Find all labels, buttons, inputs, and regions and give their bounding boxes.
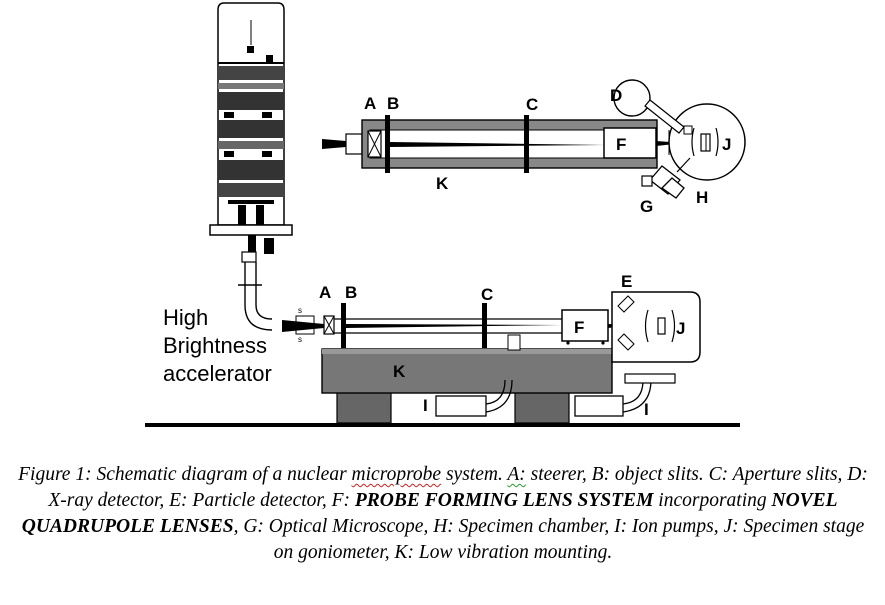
side-label-b: B (345, 283, 357, 302)
side-label-c: C (481, 285, 493, 304)
accelerator-column (209, 2, 293, 331)
caption-text-3: steerer, B: object slits. C: Aperture sl… (48, 464, 868, 511)
side-label-i-right: I (644, 400, 649, 419)
top-label-j: J (722, 135, 731, 154)
caption-a-label: A: (507, 464, 526, 485)
accelerator-label-line1: High (163, 305, 208, 330)
side-label-e: E (621, 272, 632, 291)
microprobe-schematic: s s A B C D F J K G H A B C E F J K I I … (145, 2, 746, 427)
side-label-a: A (319, 283, 331, 302)
caption-text-5: , G: Optical Microscope, H: Specimen cha… (233, 516, 865, 563)
figure-caption: Figure 1: Schematic diagram of a nuclear… (12, 462, 874, 566)
top-view (322, 79, 746, 199)
side-label-j: J (676, 319, 685, 338)
caption-text-4: incorporating (653, 490, 772, 511)
caption-bold-quadrupole: NOVEL QUADRUPOLE LENSES (21, 490, 838, 537)
top-label-f: F (616, 135, 626, 154)
top-label-h: H (696, 188, 708, 207)
accelerator-label-line2: Brightness (163, 333, 267, 358)
side-label-k: K (393, 362, 406, 381)
caption-microprobe: microprobe (351, 464, 442, 485)
top-label-b: B (387, 94, 399, 113)
top-label-g: G (640, 197, 653, 216)
svg-text:s: s (298, 306, 302, 315)
caption-text-2: system. (441, 464, 508, 485)
caption-bold-lens-system: PROBE FORMING LENS SYSTEM (354, 490, 654, 511)
side-label-i-left: I (423, 396, 428, 415)
top-label-c: C (526, 95, 538, 114)
caption-text-1: Figure 1: Schematic diagram of a nuclear (18, 464, 352, 485)
top-label-k: K (436, 174, 449, 193)
accelerator-label-line3: accelerator (163, 361, 272, 386)
top-label-d: D (610, 86, 622, 105)
svg-text:s: s (298, 335, 302, 344)
top-label-a: A (364, 94, 376, 113)
side-label-f: F (574, 318, 584, 337)
side-view: s s (145, 291, 740, 427)
